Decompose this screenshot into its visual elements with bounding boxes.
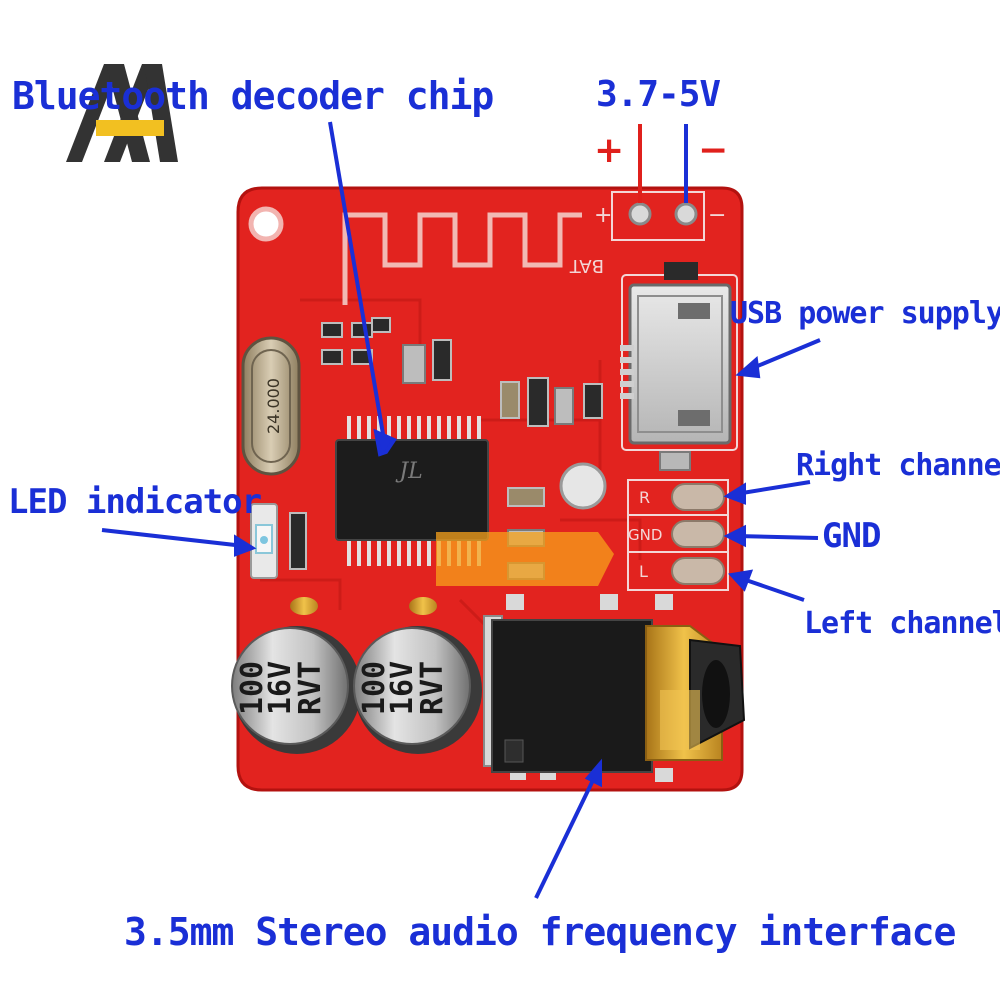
crystal-marking: 24.000 [264, 378, 283, 434]
label-left-channel: Left channel [804, 606, 1000, 641]
cap2-series: RVT [415, 661, 450, 715]
cap2-voltage: 16V [385, 661, 420, 715]
capacitor-2: 100 16V RVT [353, 597, 482, 754]
usb-connector [620, 262, 738, 471]
label-plus: + [594, 130, 625, 171]
battery-pads: + − BAT [569, 191, 726, 276]
crystal-oscillator: 24.000 [241, 336, 301, 476]
label-right-channel: Right channel [796, 448, 1000, 483]
pad-r-silk: R [639, 488, 650, 507]
pad-l-silk: L [639, 562, 648, 581]
audio-jack [483, 615, 746, 773]
bat-minus-pad [674, 202, 698, 226]
capacitor-1: 100 16V RVT [231, 597, 361, 754]
label-led-indicator: LED indicator [8, 482, 262, 522]
bat-plus-silk: + [594, 203, 612, 228]
mounting-hole [248, 206, 284, 242]
bat-plus-pad [628, 202, 652, 226]
pad-right [671, 483, 725, 511]
label-gnd: GND [822, 516, 881, 556]
chip-logo: JL [395, 459, 422, 484]
annotation-arrows [101, 121, 821, 899]
label-usb-power: USB power supply [730, 296, 1000, 331]
label-audio-jack: 3.5mm Stereo audio frequency interface [124, 910, 956, 954]
label-minus: − [698, 130, 729, 171]
label-decoder-chip: Bluetooth decoder chip [12, 74, 494, 118]
smd-components [289, 317, 673, 782]
cap1-voltage: 16V [263, 661, 298, 715]
round-pad [559, 462, 607, 510]
pad-left [671, 557, 725, 585]
bat-minus-silk: − [708, 203, 726, 228]
pcb-antenna [342, 212, 582, 305]
orange-watermark [436, 532, 614, 586]
audio-output-pads: R GND L [627, 479, 729, 591]
led-component [250, 503, 278, 579]
bat-silk: BAT [569, 255, 604, 276]
cap1-series: RVT [293, 661, 328, 715]
pad-gnd-silk: GND [628, 526, 662, 544]
cap1-value: 100 [235, 661, 270, 715]
pad-gnd [671, 520, 725, 548]
brand-logo: AA [66, 64, 178, 162]
cap2-value: 100 [357, 661, 392, 715]
label-voltage: 3.7-5V [596, 74, 721, 115]
